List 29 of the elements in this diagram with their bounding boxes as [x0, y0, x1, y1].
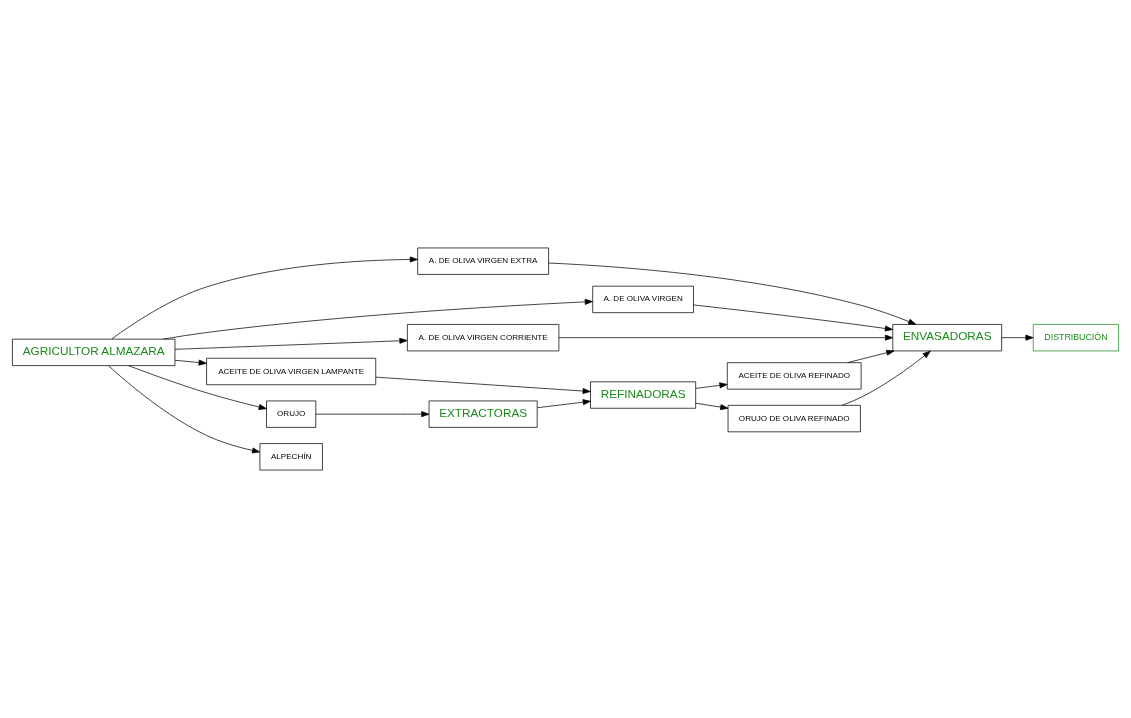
arrow: [128, 365, 267, 410]
arrow: [163, 298, 593, 340]
arrow: [174, 359, 207, 366]
arrow: [548, 262, 917, 325]
node-box: AGRICULTOR ALMAZARA: [12, 338, 176, 366]
node-box: ACEITE DE OLIVA VIRGEN LAMPANTE: [206, 357, 377, 386]
node-box: DISTRIBUCIÓN: [1032, 324, 1119, 352]
node-box: ALPECHÍN: [259, 443, 323, 471]
node-box: ACEITE DE OLIVA REFINADO: [726, 362, 862, 390]
node-box: A. DE OLIVA VIRGEN CORRIENTE: [407, 324, 560, 352]
arrow: [695, 382, 728, 389]
arrow: [174, 337, 408, 350]
node-box: A. DE OLIVA VIRGEN: [592, 285, 694, 314]
node-box: A. DE OLIVA VIRGEN EXTRA: [417, 247, 549, 275]
node-box: ORUJO DE OLIVA REFINADO: [727, 404, 861, 433]
arrow: [847, 349, 895, 363]
node-box: REFINADORAS: [590, 381, 697, 409]
arrow: [375, 376, 591, 394]
arrow: [693, 304, 893, 332]
arrow: [695, 402, 729, 411]
arrow: [108, 365, 261, 454]
node-box: ORUJO: [266, 400, 317, 428]
arrow: [558, 334, 894, 341]
node-box: ENVASADORAS: [892, 324, 1002, 352]
arrow: [536, 399, 591, 409]
arrow: [111, 256, 418, 340]
arrow: [1001, 334, 1034, 341]
arrow: [315, 411, 430, 418]
node-box: EXTRACTORAS: [428, 400, 538, 428]
